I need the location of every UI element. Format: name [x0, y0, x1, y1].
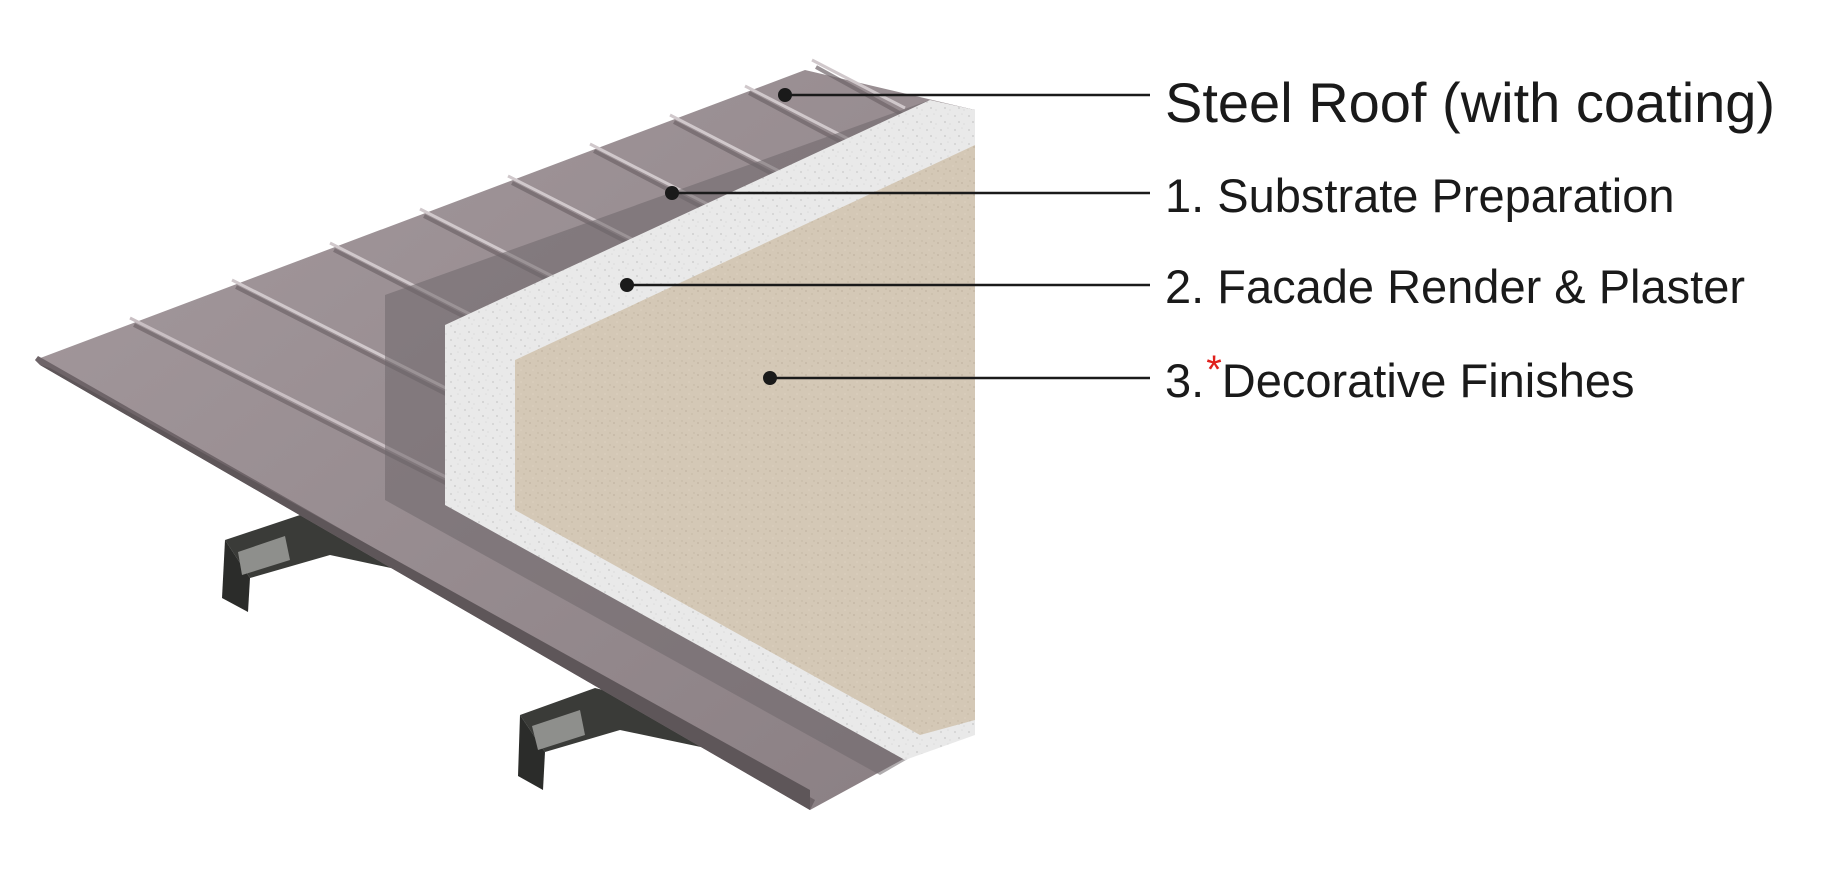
leader-dot-icon	[665, 186, 679, 200]
callout-number: 1.	[1165, 169, 1205, 222]
leader-dot-icon	[778, 88, 792, 102]
leader-dot-icon	[620, 278, 634, 292]
leader-dot-icon	[763, 371, 777, 385]
callout-decorative-text: Decorative Finishes	[1221, 354, 1635, 407]
callout-steel-roof-text: Steel Roof (with coating)	[1165, 71, 1776, 134]
callout-render-plaster: 2. Facade Render & Plaster	[1165, 263, 1745, 310]
asterisk-marker: *	[1206, 348, 1222, 392]
callout-substrate-preparation: 1. Substrate Preparation	[1165, 172, 1674, 219]
callout-number: 2.	[1165, 260, 1205, 313]
callout-render-text: Facade Render & Plaster	[1217, 260, 1745, 313]
decorative-finish-layer	[515, 145, 975, 735]
callout-number: 3.	[1165, 354, 1205, 407]
callout-steel-roof: Steel Roof (with coating)	[1165, 75, 1775, 131]
callout-decorative-finishes: 3.*Decorative Finishes	[1165, 350, 1635, 407]
callout-substrate-text: Substrate Preparation	[1217, 169, 1675, 222]
leader-lines	[627, 93, 1150, 380]
leader-dots	[620, 88, 792, 385]
